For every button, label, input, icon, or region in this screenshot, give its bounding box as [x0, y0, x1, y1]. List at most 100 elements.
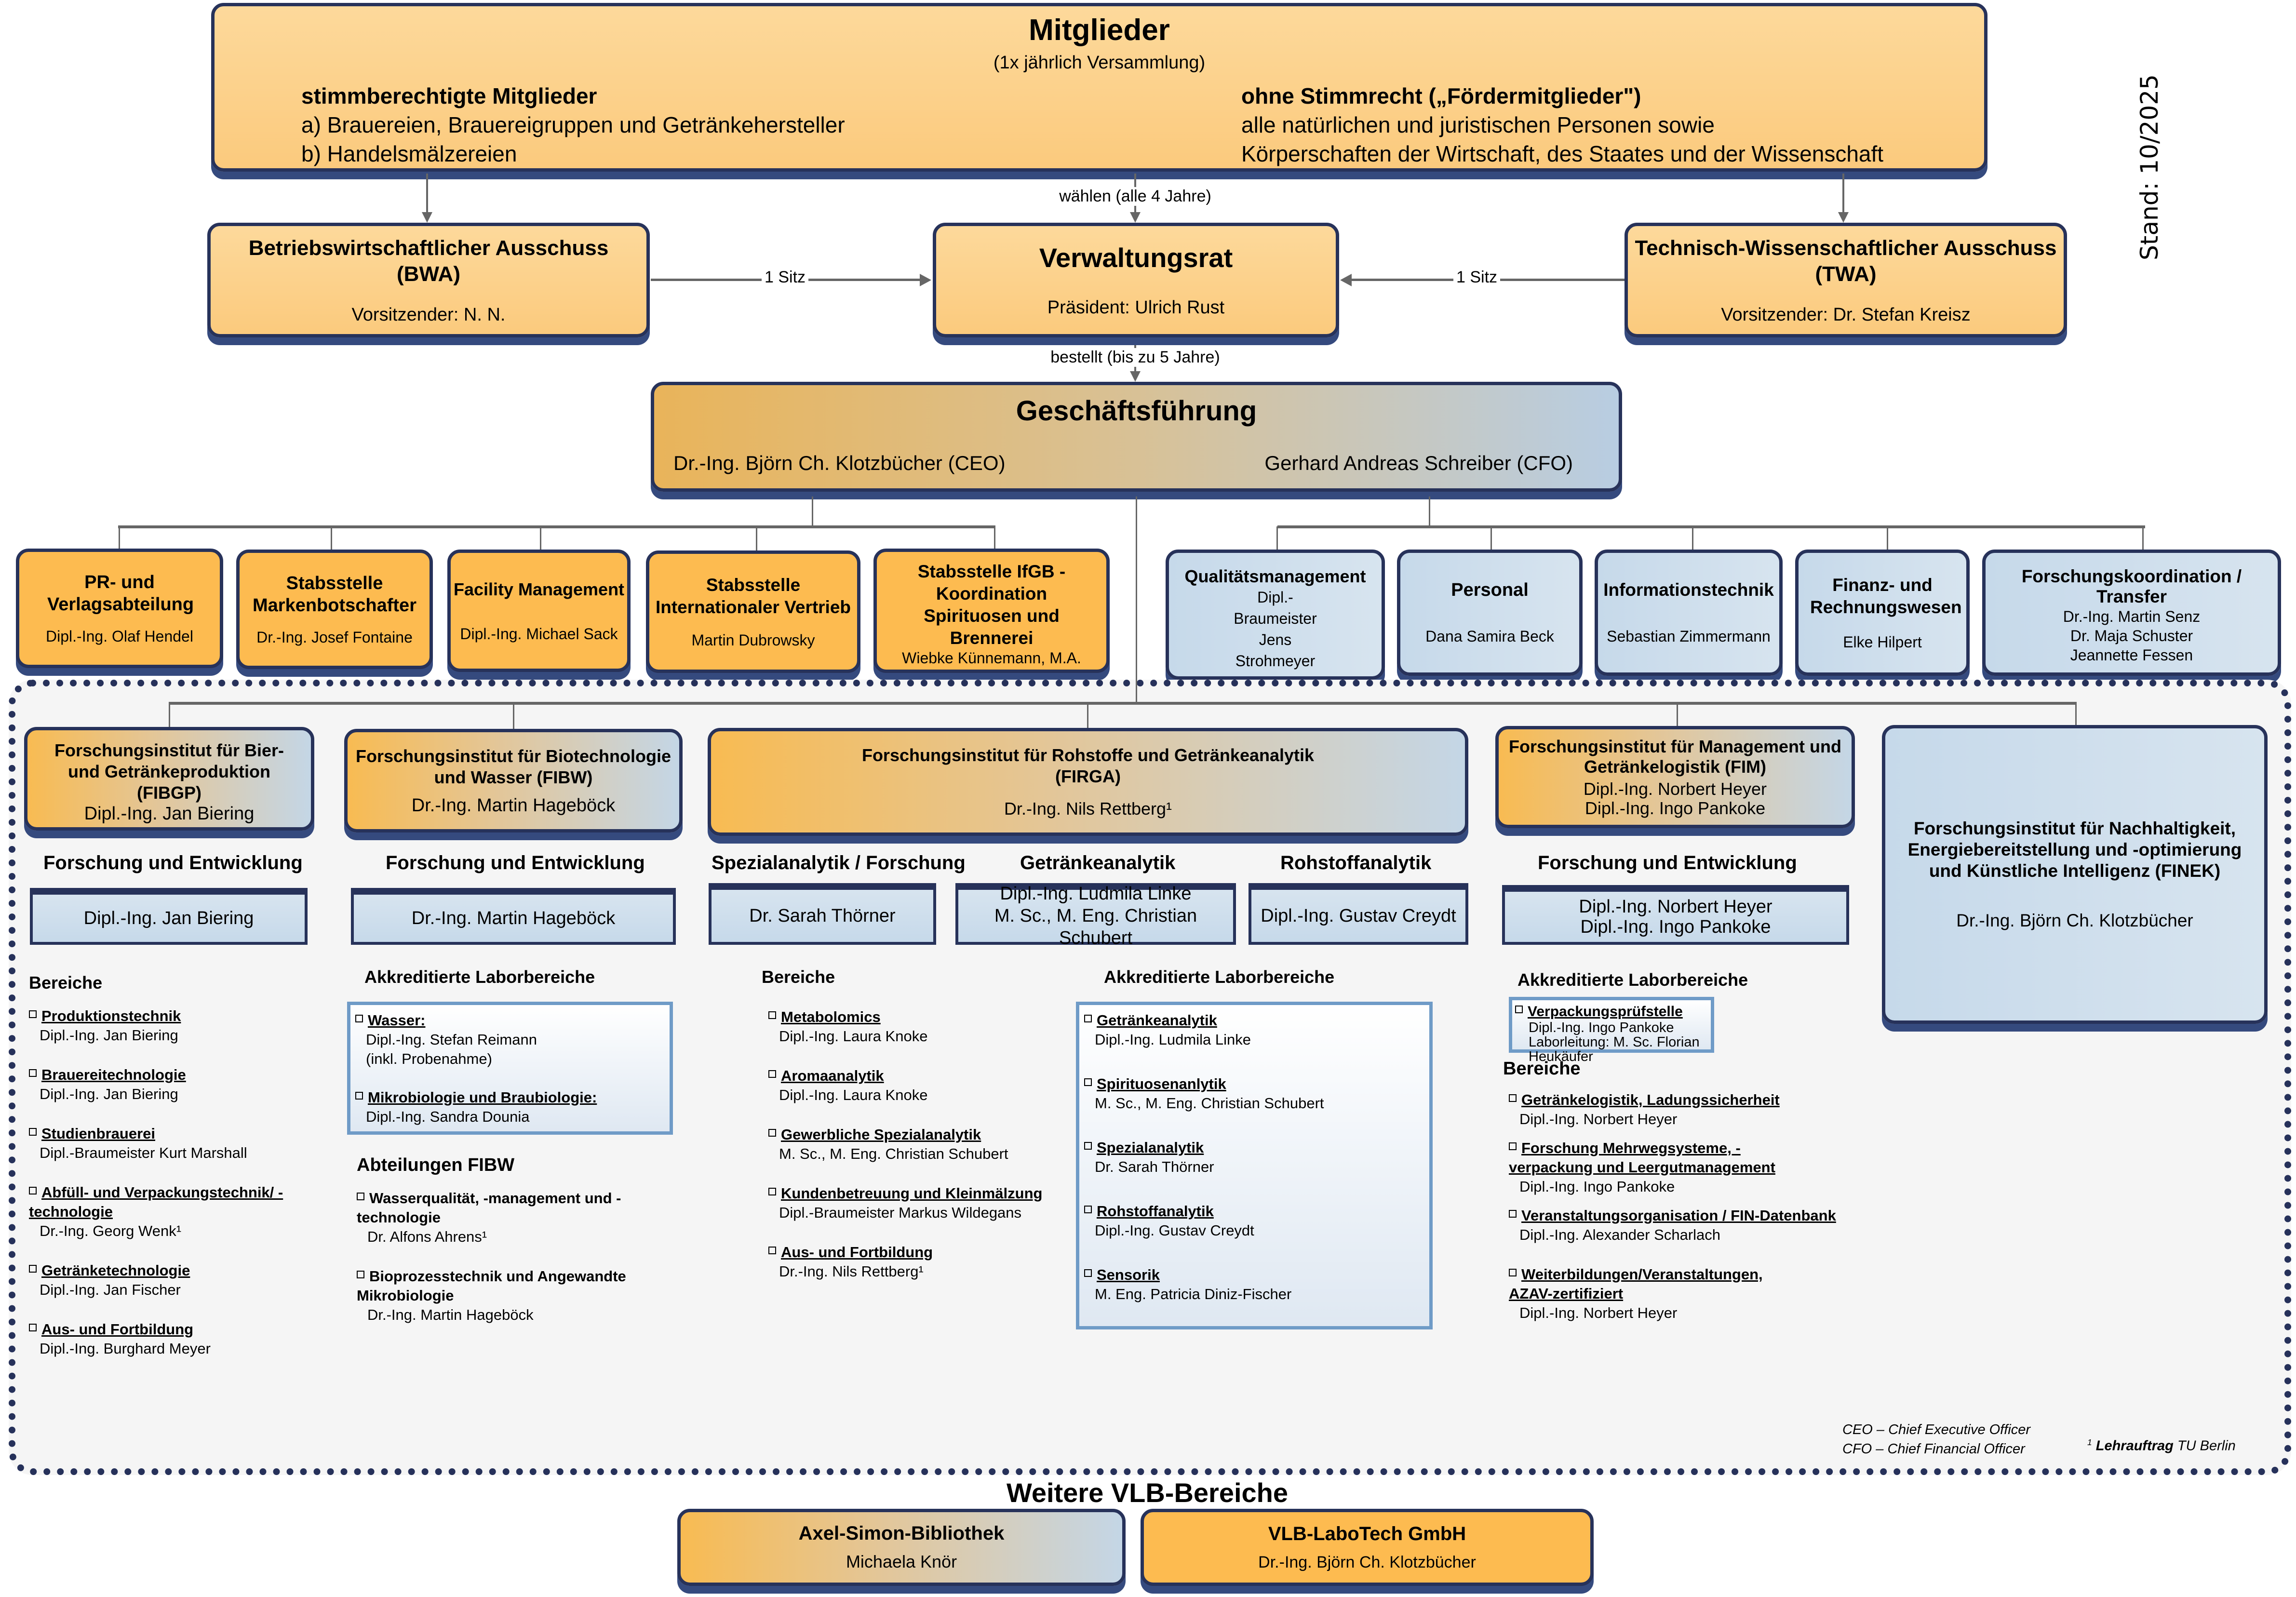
fibgp-areas-label: Bereiche	[29, 973, 103, 993]
sub-person: Dipl.-Ing. Gustav Creydt	[1261, 906, 1456, 926]
seat-left-label: 1 Sitz	[762, 268, 809, 287]
connector-main-trunk	[1136, 497, 1137, 665]
bullet-square-icon	[768, 1246, 776, 1254]
staff-person: Dipl.-Braumeister Jens Strohmeyer	[1234, 589, 1317, 670]
staff-person: Sebastian Zimmermann	[1607, 627, 1771, 645]
firga-areas-label: Bereiche	[762, 967, 835, 987]
staff-drop	[1276, 526, 1278, 555]
institute-head: Dr.-Ing. Nils Rettberg¹	[1004, 799, 1172, 819]
rd-person: Dr.-Ing. Martin Hageböck	[411, 908, 616, 928]
staff-person: Martin Dubrowsky	[691, 631, 815, 649]
rd-person: Dipl.-Ing. Norbert Heyer Dipl.-Ing. Ingo…	[1579, 897, 1772, 937]
fibw-rd-box: Dr.-Ing. Martin Hageböck	[351, 888, 676, 945]
staff-person: Dipl.-Ing. Michael Sack	[460, 625, 618, 643]
voting-heading: stimmberechtigte Mitglieder	[301, 83, 597, 108]
staff-person: Dana Samira Beck	[1425, 628, 1554, 645]
institute-abbr: (FIRGA)	[1055, 766, 1121, 786]
institute-drop	[1677, 703, 1678, 728]
staff-title: PR- und Verlagsabteilung	[47, 572, 194, 615]
fibw-labs-box: Wasser:Dipl.-Ing. Stefan Reimann (inkl. …	[347, 1002, 673, 1135]
appoint-label: bestellt (bis zu 5 Jahre)	[1017, 348, 1253, 367]
bwa-abbr: (BWA)	[397, 262, 460, 286]
staff-person: Elke Hilpert	[1843, 633, 1922, 651]
arrow-right-icon	[920, 274, 931, 286]
board-title: Verwaltungsrat	[1039, 242, 1233, 273]
members-box: Mitglieder (1x jährlich Versammlung) sti…	[211, 3, 1987, 172]
fibw-rd-label: Forschung und Entwicklung	[386, 852, 645, 873]
fibw-labs-label: Akkreditierte Laborbereiche	[364, 967, 595, 987]
institute-head: Dr.-Ing. Martin Hageböck	[411, 795, 616, 816]
institute-drop	[169, 703, 170, 729]
staff-pr: PR- und Verlagsabteilung Dipl.-Ing. Olaf…	[16, 549, 223, 668]
staff-title: Stabsstelle IfGB - Koordination Spirituo…	[917, 562, 1066, 648]
staff-right-bar	[1277, 525, 2145, 528]
nonvoting-heading: ohne Stimmrecht („Fördermitglieder")	[1241, 83, 1641, 108]
twa-abbr: (TWA)	[1815, 262, 1877, 286]
institute-firga: Forschungsinstitut für Rohstoffe und Get…	[708, 728, 1468, 836]
seat-right-label: 1 Sitz	[1453, 268, 1501, 287]
institute-title: Forschungsinstitut für Rohstoffe und Get…	[861, 745, 1315, 765]
further-item-person: Dr.-Ing. Björn Ch. Klotzbücher	[1258, 1553, 1476, 1571]
bullet-square-icon	[1084, 1014, 1092, 1022]
list-item: Mikrobiologie und Braubiologie:Dipl.-Ing…	[355, 1088, 664, 1127]
footnote-marker: 1	[2087, 1437, 2092, 1447]
twa-chair: Vorsitzender: Dr. Stefan Kreisz	[1721, 304, 1971, 325]
twa-title: Technisch-Wissenschaftlicher Ausschuss	[1635, 236, 2057, 260]
footnote-lehrauftrag: 1 Lehrauftrag TU Berlin	[2087, 1437, 2236, 1454]
stand-date: Stand: 10/2025	[2135, 74, 2163, 260]
staff-drop	[994, 526, 995, 555]
bullet-square-icon	[768, 1011, 776, 1019]
nonvoting-line: alle natürlichen und juristischen Person…	[1241, 112, 1715, 137]
staff-finance: Finanz- und Rechnungswesen Elke Hilpert	[1795, 550, 1970, 676]
list-item: Wasser:Dipl.-Ing. Stefan Reimann (inkl. …	[355, 1011, 664, 1069]
staff-title: Stabsstelle Internationaler Vertrieb	[655, 575, 851, 617]
staff-brand-ambassador: Stabsstelle Markenbotschafter Dr.-Ing. J…	[236, 550, 433, 669]
institutes-bar	[169, 702, 2077, 705]
arrow-down-icon	[1130, 212, 1141, 223]
firga-sub-box: Dipl.-Ing. Gustav Creydt	[1249, 883, 1468, 945]
further-title: Weitere VLB-Bereiche	[1006, 1477, 1289, 1508]
staff-drop	[119, 526, 120, 555]
bullet-square-icon	[29, 1010, 37, 1018]
bullet-square-icon	[1509, 1094, 1517, 1102]
members-title: Mitglieder	[1029, 13, 1170, 47]
bullet-square-icon	[768, 1070, 776, 1078]
footnote-ceo: CEO – Chief Executive Officer	[1842, 1422, 2031, 1437]
management-ceo: Dr.-Ing. Björn Ch. Klotzbücher (CEO)	[673, 452, 1006, 474]
staff-drop	[756, 526, 757, 555]
bullet-square-icon	[1509, 1142, 1517, 1150]
staff-drop	[2142, 526, 2144, 555]
staff-drop	[1692, 526, 1693, 555]
staff-title: Stabsstelle Markenbotschafter	[253, 573, 416, 616]
sub-person: Dr. Sarah Thörner	[749, 906, 896, 926]
connector-main-trunk-lower	[1136, 665, 1137, 704]
staff-title: Qualitätsmanagement	[1184, 566, 1366, 586]
further-item-title: Axel-Simon-Bibliothek	[798, 1522, 1005, 1544]
bullet-square-icon	[1509, 1268, 1517, 1276]
bullet-square-icon	[29, 1069, 37, 1077]
staff-intl-sales: Stabsstelle Internationaler Vertrieb Mar…	[646, 550, 860, 673]
institute-head: Dr.-Ing. Björn Ch. Klotzbücher	[1956, 911, 2193, 930]
staff-drop	[331, 526, 332, 555]
firga-sub-box: Dipl.-Ing. Ludmila Linke M. Sc., M. Eng.…	[955, 883, 1236, 948]
institute-title: Forschungsinstitut für Biotechnologie un…	[356, 746, 671, 787]
bullet-square-icon	[768, 1187, 776, 1195]
bullet-square-icon	[357, 1270, 364, 1278]
connector-ceo	[812, 497, 813, 526]
bullet-square-icon	[1084, 1141, 1092, 1150]
staff-person: Dipl.-Ing. Olaf Hendel	[46, 627, 193, 645]
fibgp-rd-box: Dipl.-Ing. Jan Biering	[30, 888, 308, 945]
fibw-depts-label: Abteilungen FIBW	[357, 1155, 515, 1175]
voting-members: stimmberechtigte Mitglieder a) Brauereie…	[301, 81, 845, 168]
